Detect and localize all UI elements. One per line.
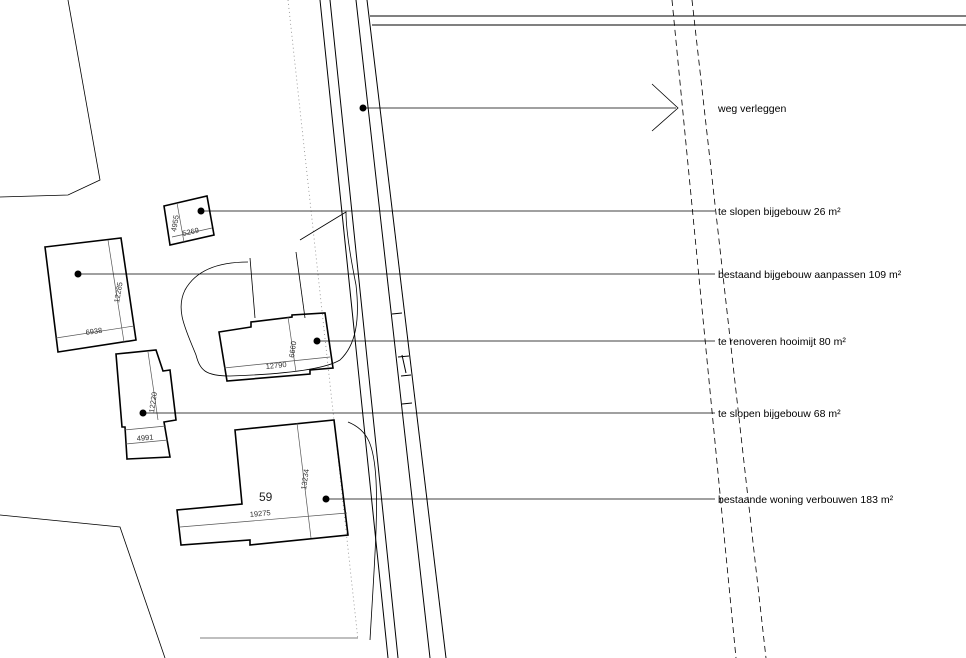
building-shed-109: 12285 6938 (44, 237, 137, 353)
dim-shed-26-w: 5269 (182, 226, 200, 238)
point-shed-26 (197, 207, 205, 215)
label-road: weg verleggen (717, 103, 786, 115)
building-shed-68: 12220 4991 (115, 349, 177, 460)
main-road (319, 0, 447, 658)
building-haystack-80: 6660 12790 (218, 312, 334, 382)
point-haystack (313, 337, 321, 345)
planned-road-dashed (671, 0, 767, 658)
dim-house-h: 13234 (299, 468, 311, 490)
point-road (359, 104, 367, 112)
point-shed-68 (139, 409, 147, 417)
dim-haystack-h: 6660 (287, 341, 298, 359)
leader-points (74, 104, 367, 503)
label-house: bestaande woning verbouwen 183 m² (718, 494, 894, 506)
annotation-labels: weg verleggen te slopen bijgebouw 26 m² … (717, 103, 902, 506)
side-road (370, 15, 966, 26)
dim-shed-26-h: 4955 (169, 214, 181, 232)
parcel-boundaries (0, 0, 359, 658)
dim-house-w: 19275 (249, 508, 271, 519)
driveway (180, 211, 377, 641)
dim-shed-109-w: 6938 (85, 326, 103, 337)
label-shed-26: te slopen bijgebouw 26 m² (718, 206, 841, 218)
point-shed-109 (74, 270, 82, 278)
label-haystack: te renoveren hooimijt 80 m² (718, 336, 846, 348)
building-house-183: 59 13234 19275 (176, 419, 349, 546)
label-shed-109: bestaand bijgebouw aanpassen 109 m² (718, 269, 902, 281)
leader-lines (78, 83, 715, 500)
dim-shed-109-h: 12285 (112, 281, 124, 303)
dim-shed-68-w: 4991 (136, 433, 153, 443)
point-house (322, 495, 330, 503)
label-shed-68: te slopen bijgebouw 68 m² (718, 408, 841, 420)
dim-shed-68-h: 12220 (147, 391, 159, 413)
dim-haystack-w: 12790 (265, 360, 287, 371)
house-number: 59 (259, 490, 273, 504)
building-shed-26: 4955 5269 (163, 195, 215, 246)
